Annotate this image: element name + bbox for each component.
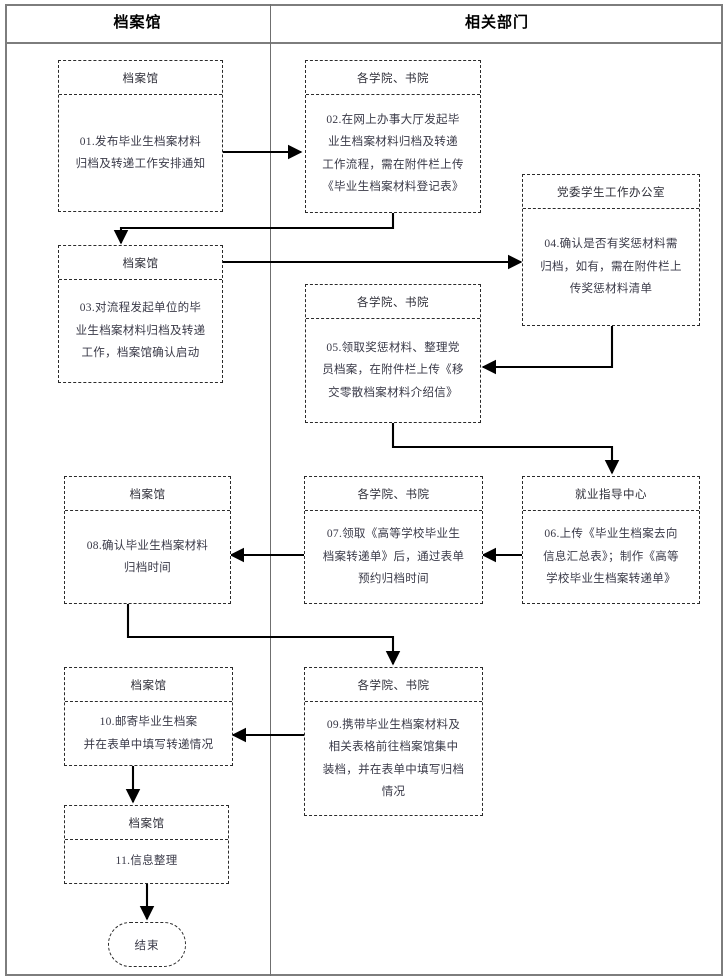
node-10-line-2: 并在表单中填写转递情况	[83, 738, 214, 751]
node-08-line-2: 归档时间	[123, 562, 172, 574]
node-10[interactable]: 档案馆 10.邮寄毕业生档案 并在表单中填写转递情况	[64, 667, 233, 766]
connector-02-03	[113, 213, 395, 245]
node-01-actor: 档案馆	[59, 61, 222, 95]
node-05-line-2: 员档案，在附件栏上传《移	[322, 364, 464, 377]
node-08-actor: 档案馆	[65, 477, 230, 511]
node-02[interactable]: 各学院、书院 02.在网上办事大厅发起毕 业生档案材料归档及转递 工作流程，需在…	[305, 60, 481, 213]
node-11-actor: 档案馆	[65, 806, 228, 840]
node-04-actor: 党委学生工作办公室	[523, 175, 699, 209]
lane-title-departments: 相关部门	[464, 15, 529, 31]
node-09-line-1: 09.携带毕业生档案材料及	[326, 718, 461, 731]
node-02-line-2: 业生档案材料归档及转递	[328, 136, 458, 149]
node-05-actor: 各学院、书院	[306, 285, 480, 319]
node-06-actor: 就业指导中心	[523, 477, 699, 511]
node-04[interactable]: 党委学生工作办公室 04.确认是否有奖惩材料需 归档，如有，需在附件栏上 传奖惩…	[522, 174, 700, 326]
node-02-line-3: 工作流程，需在附件栏上传	[322, 158, 464, 171]
node-02-body: 02.在网上办事大厅发起毕 业生档案材料归档及转递 工作流程，需在附件栏上传 《…	[306, 95, 480, 212]
node-03[interactable]: 档案馆 03.对流程发起单位的毕 业生档案材料归档及转递 工作，档案馆确认启动	[58, 245, 223, 383]
node-01-body: 01.发布毕业生档案材料 归档及转递工作安排通知	[59, 95, 222, 211]
node-02-actor: 各学院、书院	[306, 61, 480, 95]
node-11-body: 11.信息整理	[65, 840, 228, 883]
node-09[interactable]: 各学院、书院 09.携带毕业生档案材料及 相关表格前往档案馆集中 装档，并在表单…	[304, 667, 483, 816]
node-03-line-2: 业生档案材料归档及转递	[75, 324, 206, 337]
node-01-line-1: 01.发布毕业生档案材料	[79, 135, 202, 148]
node-06-body: 06.上传《毕业生档案去向 信息汇总表》；制作《高等 学校毕业生档案转递单》	[523, 511, 699, 603]
node-04-line-3: 传奖惩材料清单	[569, 283, 653, 296]
node-03-line-3: 工作，档案馆确认启动	[81, 347, 200, 360]
node-04-body: 04.确认是否有奖惩材料需 归档，如有，需在附件栏上 传奖惩材料清单	[523, 209, 699, 325]
node-09-actor: 各学院、书院	[305, 668, 482, 702]
node-02-line-1: 02.在网上办事大厅发起毕	[326, 113, 460, 126]
node-08[interactable]: 档案馆 08.确认毕业生档案材料 归档时间	[64, 476, 231, 604]
node-10-actor: 档案馆	[65, 668, 232, 702]
node-05-body: 05.领取奖惩材料、整理党 员档案，在附件栏上传《移 交零散档案材料介绍信》	[306, 319, 480, 422]
node-07-line-1: 07.领取《高等学校毕业生	[326, 528, 461, 541]
node-04-line-2: 归档，如有，需在附件栏上	[540, 260, 682, 273]
lane-title-archive: 档案馆	[113, 15, 162, 31]
node-06-line-1: 06.上传《毕业生档案去向	[544, 528, 678, 541]
node-07-actor: 各学院、书院	[305, 477, 482, 511]
node-04-line-1: 04.确认是否有奖惩材料需	[544, 238, 678, 251]
node-07[interactable]: 各学院、书院 07.领取《高等学校毕业生 档案转递单》后，通过表单 预约归档时间	[304, 476, 483, 604]
node-07-body: 07.领取《高等学校毕业生 档案转递单》后，通过表单 预约归档时间	[305, 511, 482, 603]
diagram-frame	[5, 4, 723, 976]
node-05-line-1: 05.领取奖惩材料、整理党	[326, 341, 460, 354]
node-03-actor: 档案馆	[59, 246, 222, 280]
node-10-body: 10.邮寄毕业生档案 并在表单中填写转递情况	[65, 702, 232, 765]
node-10-line-1: 10.邮寄毕业生档案	[99, 716, 198, 729]
node-11[interactable]: 档案馆 11.信息整理	[64, 805, 229, 884]
node-01-line-2: 归档及转递工作安排通知	[75, 158, 206, 170]
node-05[interactable]: 各学院、书院 05.领取奖惩材料、整理党 员档案，在附件栏上传《移 交零散档案材…	[305, 284, 481, 423]
node-06-line-2: 信息汇总表》；制作《高等	[543, 550, 679, 563]
node-09-line-2: 相关表格前往档案馆集中	[328, 741, 459, 754]
node-08-body: 08.确认毕业生档案材料 归档时间	[65, 511, 230, 603]
node-09-line-4: 情况	[381, 785, 406, 798]
connector-04-05	[481, 326, 614, 375]
node-07-line-3: 预约归档时间	[358, 573, 429, 586]
node-07-line-2: 档案转递单》后，通过表单	[322, 550, 465, 563]
lane-header-band	[5, 4, 723, 44]
node-08-line-1: 08.确认毕业生档案材料	[86, 539, 209, 552]
node-05-line-3: 交零散档案材料介绍信》	[328, 386, 458, 399]
terminator-end[interactable]: 结束	[108, 922, 186, 967]
connector-05-06	[391, 423, 620, 475]
node-02-line-4: 《毕业生档案材料登记表》	[322, 180, 464, 193]
lane-divider	[270, 4, 271, 976]
node-06[interactable]: 就业指导中心 06.上传《毕业生档案去向 信息汇总表》；制作《高等 学校毕业生档…	[522, 476, 700, 604]
node-09-line-3: 装档，并在表单中填写归档	[322, 763, 465, 776]
node-03-line-1: 03.对流程发起单位的毕	[79, 302, 202, 315]
node-09-body: 09.携带毕业生档案材料及 相关表格前往档案馆集中 装档，并在表单中填写归档 情…	[305, 702, 482, 815]
node-03-body: 03.对流程发起单位的毕 业生档案材料归档及转递 工作，档案馆确认启动	[59, 280, 222, 382]
node-06-line-3: 学校毕业生档案转递单》	[546, 573, 676, 586]
node-01[interactable]: 档案馆 01.发布毕业生档案材料 归档及转递工作安排通知	[58, 60, 223, 212]
node-11-line-1: 11.信息整理	[115, 855, 178, 868]
connector-08-09	[126, 604, 401, 666]
